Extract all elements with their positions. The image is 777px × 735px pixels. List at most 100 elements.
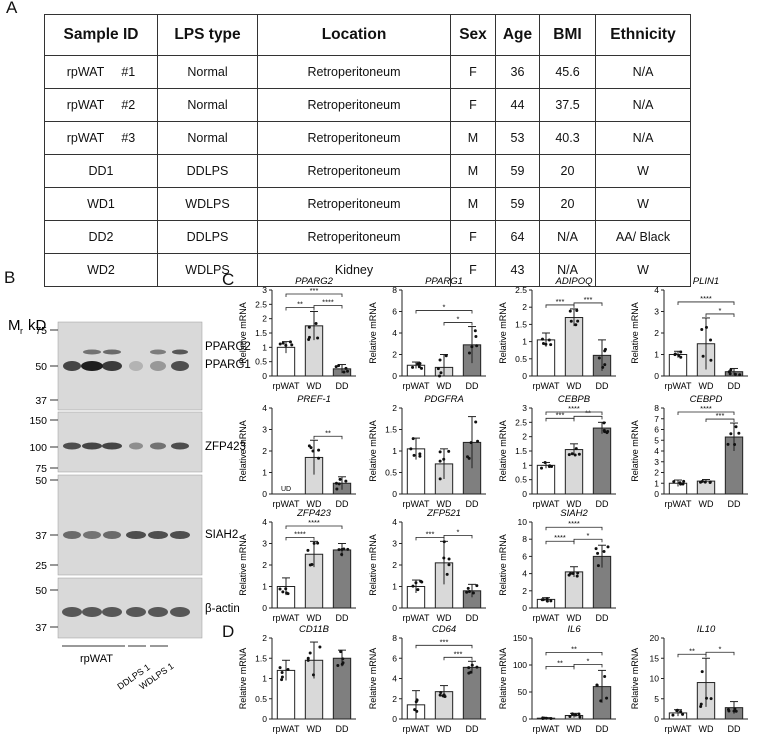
y-tick-label: 3 [262, 285, 267, 295]
sample-point [567, 573, 571, 577]
significance-bracket [545, 304, 575, 308]
significance-bracket [573, 538, 603, 543]
protein-band [129, 442, 143, 450]
chart-title: ADIPOQ [555, 276, 594, 287]
sample-point [679, 710, 683, 714]
sample-point [729, 368, 733, 372]
sample-point [442, 556, 446, 560]
y-tick-label: 6 [522, 551, 527, 561]
sample-point [574, 713, 578, 717]
sample-point [568, 715, 572, 719]
y-tick-label: 50 [518, 687, 528, 697]
sample-point [344, 479, 348, 483]
sample-point [280, 675, 284, 679]
sample-point [475, 665, 479, 669]
panel-label-d: D [222, 622, 235, 641]
x-tick-label: DD [336, 499, 349, 509]
mw-marker: 50 [35, 361, 47, 373]
y-axis-label: Relative mRNA [238, 534, 248, 596]
x-tick-label: rpWAT [403, 499, 430, 509]
cell-ethnicity: W [595, 253, 691, 287]
panel-label-a: A [6, 0, 18, 17]
x-tick-label: WD [437, 724, 452, 734]
protein-band [126, 607, 146, 617]
sample-point [307, 337, 311, 341]
x-tick-label: DD [336, 381, 349, 391]
y-tick-label: 1 [392, 582, 397, 592]
sample-point [474, 335, 478, 339]
y-axis-label: Relative mRNA [498, 420, 508, 482]
x-tick-label: rpWAT [665, 381, 692, 391]
y-tick-label: 150 [513, 633, 527, 643]
sample-point [699, 702, 703, 706]
sample-point [335, 487, 339, 491]
sample-point [549, 599, 553, 603]
y-tick-label: 4 [392, 674, 397, 684]
protein-label: PPARG1 [205, 359, 251, 371]
sample-point [729, 432, 733, 436]
y-tick-label: 4 [262, 403, 267, 413]
sample-point [438, 450, 442, 454]
cell-location: Retroperitoneum [257, 121, 451, 155]
sample-point [307, 325, 311, 329]
protein-band [170, 531, 190, 539]
significance-bracket [677, 301, 735, 305]
cell-sample-id: rpWAT #2 [44, 88, 158, 122]
x-tick-label: DD [728, 724, 741, 734]
protein-band [172, 349, 188, 355]
sample-point [681, 482, 685, 486]
sample-point [605, 696, 609, 700]
y-tick-label: 1 [392, 446, 397, 456]
y-tick-label: 5 [654, 435, 659, 445]
sample-point [540, 466, 544, 470]
cell-sample-id: DD2 [44, 220, 158, 254]
cell-lps-type: DDLPS [157, 154, 258, 188]
sample-point [337, 482, 341, 486]
y-tick-label: 1 [262, 342, 267, 352]
chart-title: ZFP423 [296, 508, 332, 519]
sample-point [571, 571, 575, 575]
y-tick-label: 2 [654, 468, 659, 478]
protein-band [148, 607, 168, 617]
bar-dd [592, 427, 612, 495]
y-tick-label: 0 [262, 371, 267, 381]
cell-sex: M [450, 121, 496, 155]
significance-label: ** [297, 300, 303, 309]
significance-bracket [573, 302, 603, 306]
mw-marker: 100 [29, 442, 47, 454]
significance-label: ** [571, 644, 577, 653]
sample-point [337, 364, 341, 368]
sample-point [411, 437, 415, 441]
sample-point [281, 590, 285, 594]
sample-point [306, 548, 310, 552]
significance-label: * [457, 315, 460, 324]
y-tick-label: 2 [522, 432, 527, 442]
y-axis-label: Relative mRNA [368, 302, 378, 364]
chart-title: PPARG1 [425, 276, 463, 287]
cell-age: 53 [495, 121, 540, 155]
x-tick-label: rpWAT [533, 381, 560, 391]
sample-point [709, 338, 713, 342]
sample-point [438, 358, 442, 362]
bar-wd [564, 571, 584, 609]
sample-point [439, 691, 443, 695]
significance-label: **** [294, 529, 306, 538]
sample-point [679, 482, 683, 486]
y-tick-label: 0.5 [515, 354, 527, 364]
y-axis-label: Relative mRNA [238, 648, 248, 710]
y-tick-label: 4 [392, 517, 397, 527]
x-tick-label: WD [437, 613, 452, 623]
x-tick-label: WD [307, 724, 322, 734]
sample-point [284, 587, 288, 591]
significance-label: *** [556, 410, 565, 419]
sample-point [334, 365, 338, 369]
sample-point [336, 663, 340, 667]
significance-bracket [705, 651, 735, 656]
sample-point [445, 572, 449, 576]
